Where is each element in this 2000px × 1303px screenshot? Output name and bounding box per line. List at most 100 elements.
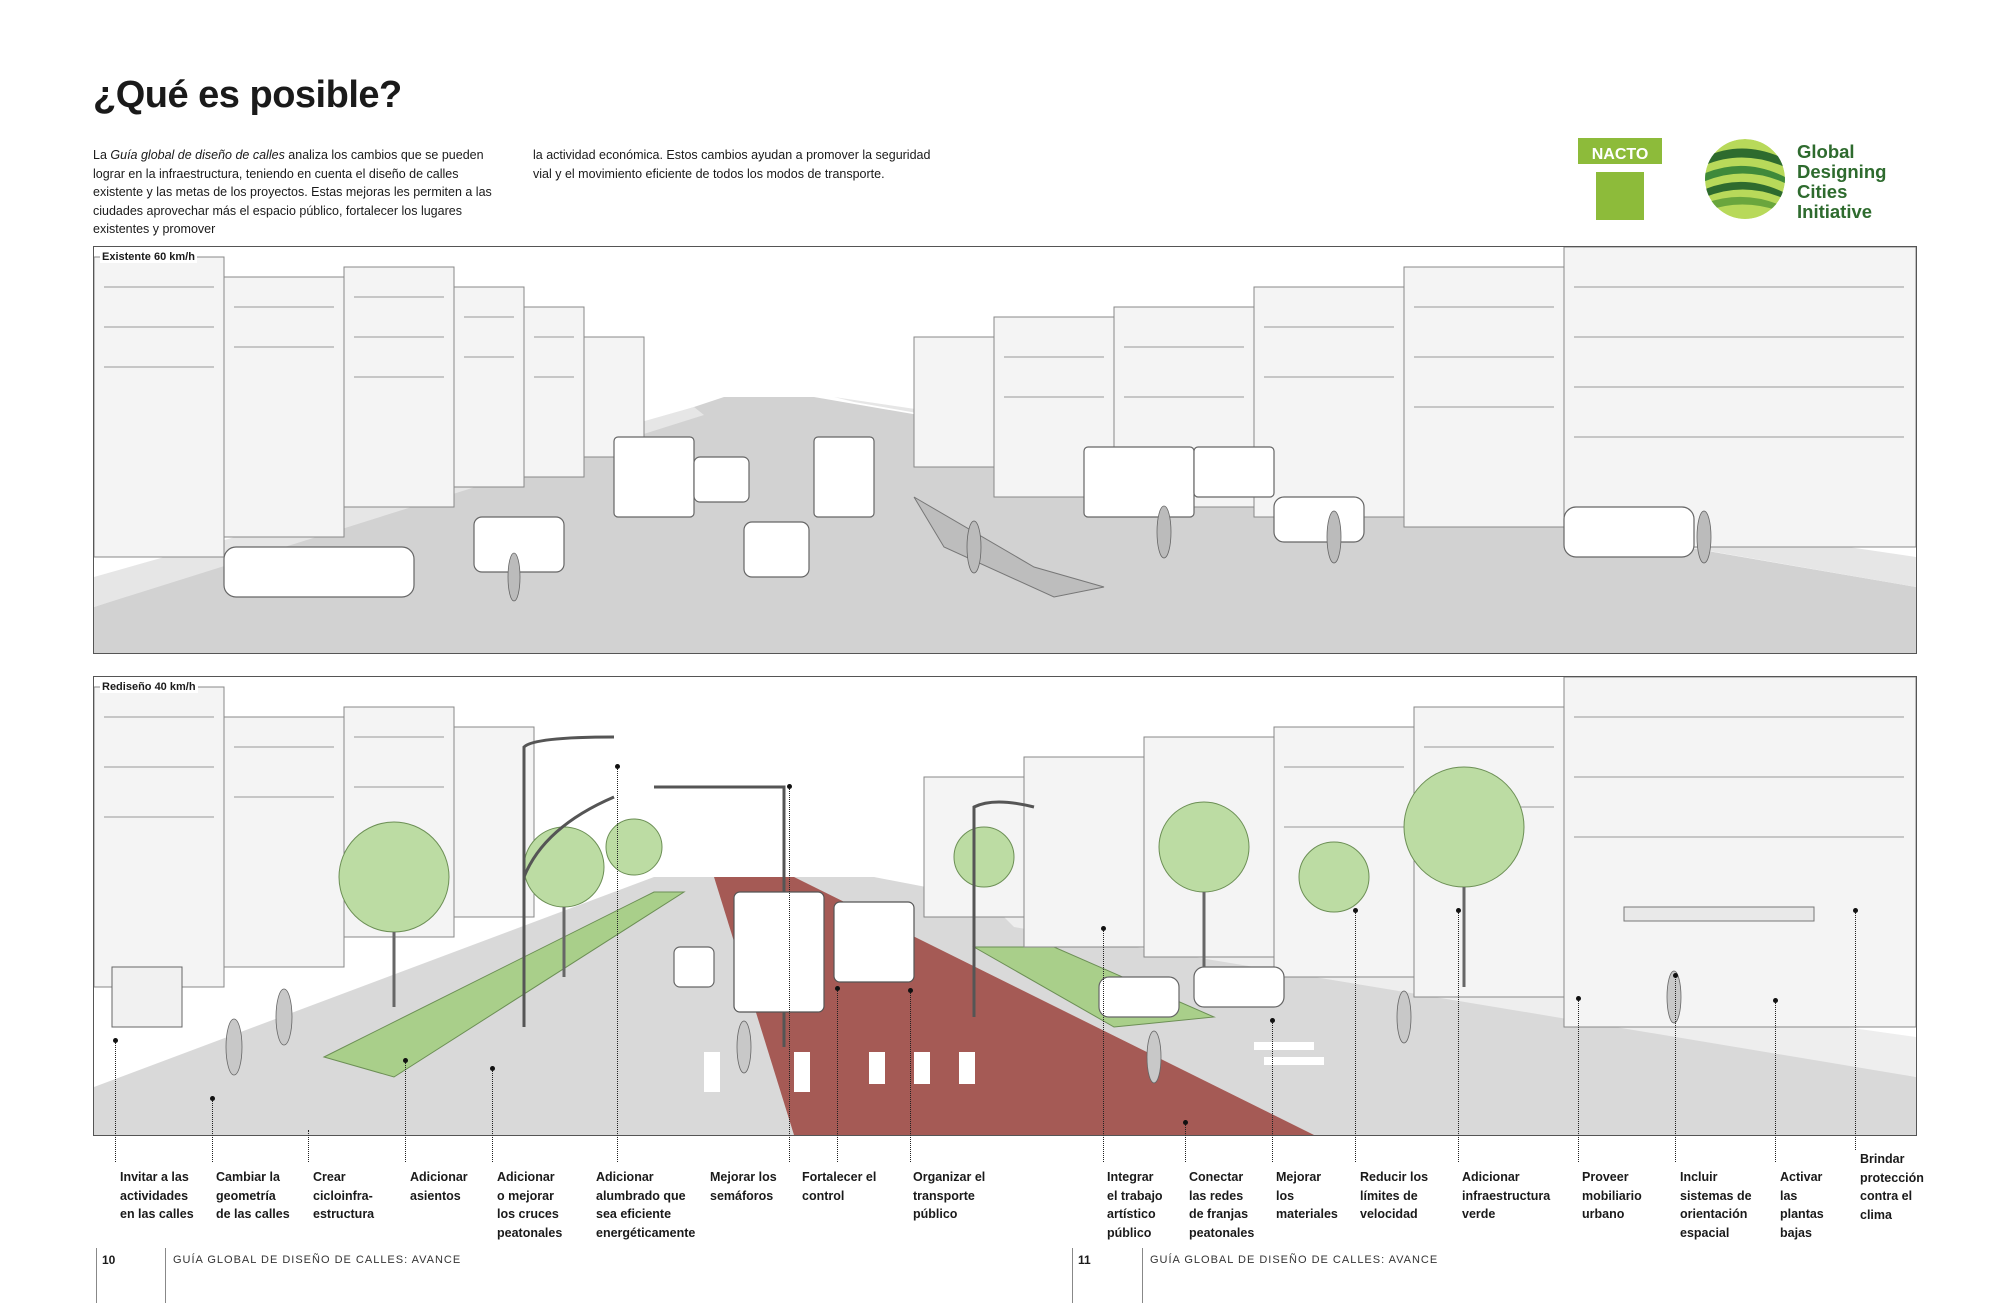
nacto-logo-text: NACTO <box>1592 146 1649 163</box>
callout-line: las <box>1780 1188 1798 1203</box>
callout-line: Cambiar la <box>216 1170 280 1184</box>
callout-street-furniture: Proveer mobiliario urbano <box>1582 1168 1642 1224</box>
leader-line <box>910 990 911 1162</box>
callout-line: sea eficiente <box>596 1207 672 1221</box>
leader-dot <box>113 1038 118 1043</box>
leader-dot <box>1353 908 1358 913</box>
nacto-logo: NACTO <box>1578 138 1662 220</box>
callout-line: Mejorar <box>1276 1170 1322 1184</box>
callout-line: control <box>802 1188 845 1203</box>
callout-line: alumbrado que <box>596 1188 686 1203</box>
callout-speed-limits: Reducir los límites de velocidad <box>1360 1168 1428 1224</box>
callout-line: Activar <box>1780 1170 1823 1184</box>
leader-line <box>1578 998 1579 1162</box>
leader-dot <box>787 784 792 789</box>
callout-bike-infrastructure: Crear cicloinfra- estructura <box>313 1168 374 1224</box>
leader-line <box>1855 910 1856 1150</box>
gdci-word: Global <box>1797 141 1855 162</box>
intro-text-pre: La <box>93 148 111 162</box>
callout-line: Proveer <box>1582 1170 1629 1184</box>
gdci-word: Initiative <box>1797 201 1873 222</box>
callout-line: urbano <box>1582 1207 1625 1221</box>
callout-line: materiales <box>1276 1207 1338 1221</box>
leader-dot <box>1853 908 1858 913</box>
callout-line: Reducir los <box>1360 1170 1429 1184</box>
intro-column-2: la actividad económica. Estos cambios ay… <box>533 148 931 181</box>
running-title-left: GUÍA GLOBAL DE DISEÑO DE CALLES: AVANCE <box>173 1254 462 1266</box>
leader-line <box>837 988 838 1162</box>
callout-line: Crear <box>313 1170 346 1184</box>
callout-street-geometry: Cambiar la geometría de las calles <box>216 1168 290 1224</box>
callout-line: de franjas <box>1189 1207 1249 1221</box>
callout-line: Fortalecer el <box>802 1170 877 1184</box>
callout-materials: Mejorar los materiales <box>1276 1168 1338 1224</box>
callout-line: artístico <box>1107 1207 1156 1221</box>
gdci-word: Designing <box>1797 161 1887 182</box>
panel-label-existing: Existente 60 km/h <box>100 251 197 263</box>
callout-line: Invitar a las <box>120 1170 189 1184</box>
existing-street-drawing <box>94 247 1916 653</box>
callout-line: infraestructura <box>1462 1188 1551 1203</box>
callout-line: Adicionar <box>1462 1170 1520 1184</box>
footer-rule-left-outer <box>96 1248 97 1303</box>
callout-public-art: Integrar el trabajo artístico público <box>1107 1168 1163 1242</box>
leader-line <box>1355 910 1356 1162</box>
callout-invite-activities: Invitar a las actividades en las calles <box>120 1168 194 1224</box>
leader-line <box>115 1040 116 1162</box>
callout-line: cicloinfra- <box>313 1188 373 1203</box>
callout-line: contra el <box>1860 1189 1913 1203</box>
leader-line <box>308 1130 309 1162</box>
callout-line: mobiliario <box>1582 1188 1642 1203</box>
callout-line: sistemas de <box>1680 1188 1752 1203</box>
leader-dot <box>1183 1120 1188 1125</box>
callout-ground-floors: Activar las plantas bajas <box>1780 1168 1824 1242</box>
callout-line: peatonales <box>1189 1225 1255 1240</box>
callout-line: las redes <box>1189 1188 1244 1203</box>
page-title: ¿Qué es posible? <box>93 74 402 116</box>
intro-text-post: analiza los cambios que se pueden lograr… <box>93 148 492 236</box>
page-number-left: 10 <box>102 1253 116 1267</box>
callout-line: los <box>1276 1188 1295 1203</box>
leader-dot <box>490 1066 495 1071</box>
callout-line: Incluir <box>1680 1170 1718 1184</box>
redesign-street-drawing <box>94 677 1916 1135</box>
leader-dot <box>210 1096 215 1101</box>
leader-dot <box>1101 926 1106 931</box>
leader-line <box>405 1060 406 1162</box>
leader-dot <box>615 764 620 769</box>
leader-line <box>617 766 618 1162</box>
callout-line: Mejorar los <box>710 1170 777 1184</box>
leader-dot <box>1773 998 1778 1003</box>
callout-line: estructura <box>313 1207 375 1221</box>
footer-rule-right <box>1142 1248 1143 1303</box>
callout-line: público <box>913 1207 958 1221</box>
leader-line <box>1103 928 1104 1162</box>
callout-pedestrian-networks: Conectar las redes de franjas peatonales <box>1189 1168 1254 1242</box>
footer-rule-right-outer <box>1072 1248 1073 1303</box>
callout-line: asientos <box>410 1188 461 1203</box>
illustration-existing-street: Existente 60 km/h <box>93 246 1917 654</box>
footer-rule-left <box>165 1248 166 1303</box>
leader-line <box>212 1098 213 1162</box>
callout-line: o mejorar <box>497 1188 554 1203</box>
leader-dot <box>1456 908 1461 913</box>
callout-line: Conectar <box>1189 1170 1244 1184</box>
callout-line: Organizar el <box>913 1170 986 1184</box>
callout-line: peatonales <box>497 1225 563 1240</box>
leader-line <box>789 786 790 1162</box>
leader-dot <box>403 1058 408 1063</box>
gdci-logo-wordmark: Global Designing Cities Initiative <box>1797 142 1937 222</box>
callout-green-infrastructure: Adicionar infraestructura verde <box>1462 1168 1550 1224</box>
callout-line: transporte <box>913 1188 975 1203</box>
callout-line: público <box>1107 1225 1152 1240</box>
callout-line: límites de <box>1360 1188 1418 1203</box>
gdci-logo-mark <box>1705 139 1785 219</box>
callout-public-transport: Organizar el transporte público <box>913 1168 985 1224</box>
intro-book-title: Guía global de diseño de calles <box>110 148 285 162</box>
leader-line <box>1185 1122 1186 1162</box>
callout-line: el trabajo <box>1107 1188 1163 1203</box>
callout-line: los cruces <box>497 1207 559 1221</box>
callout-line: actividades <box>120 1188 189 1203</box>
callout-enforcement: Fortalecer el control <box>802 1168 876 1205</box>
callout-line: espacial <box>1680 1225 1730 1240</box>
